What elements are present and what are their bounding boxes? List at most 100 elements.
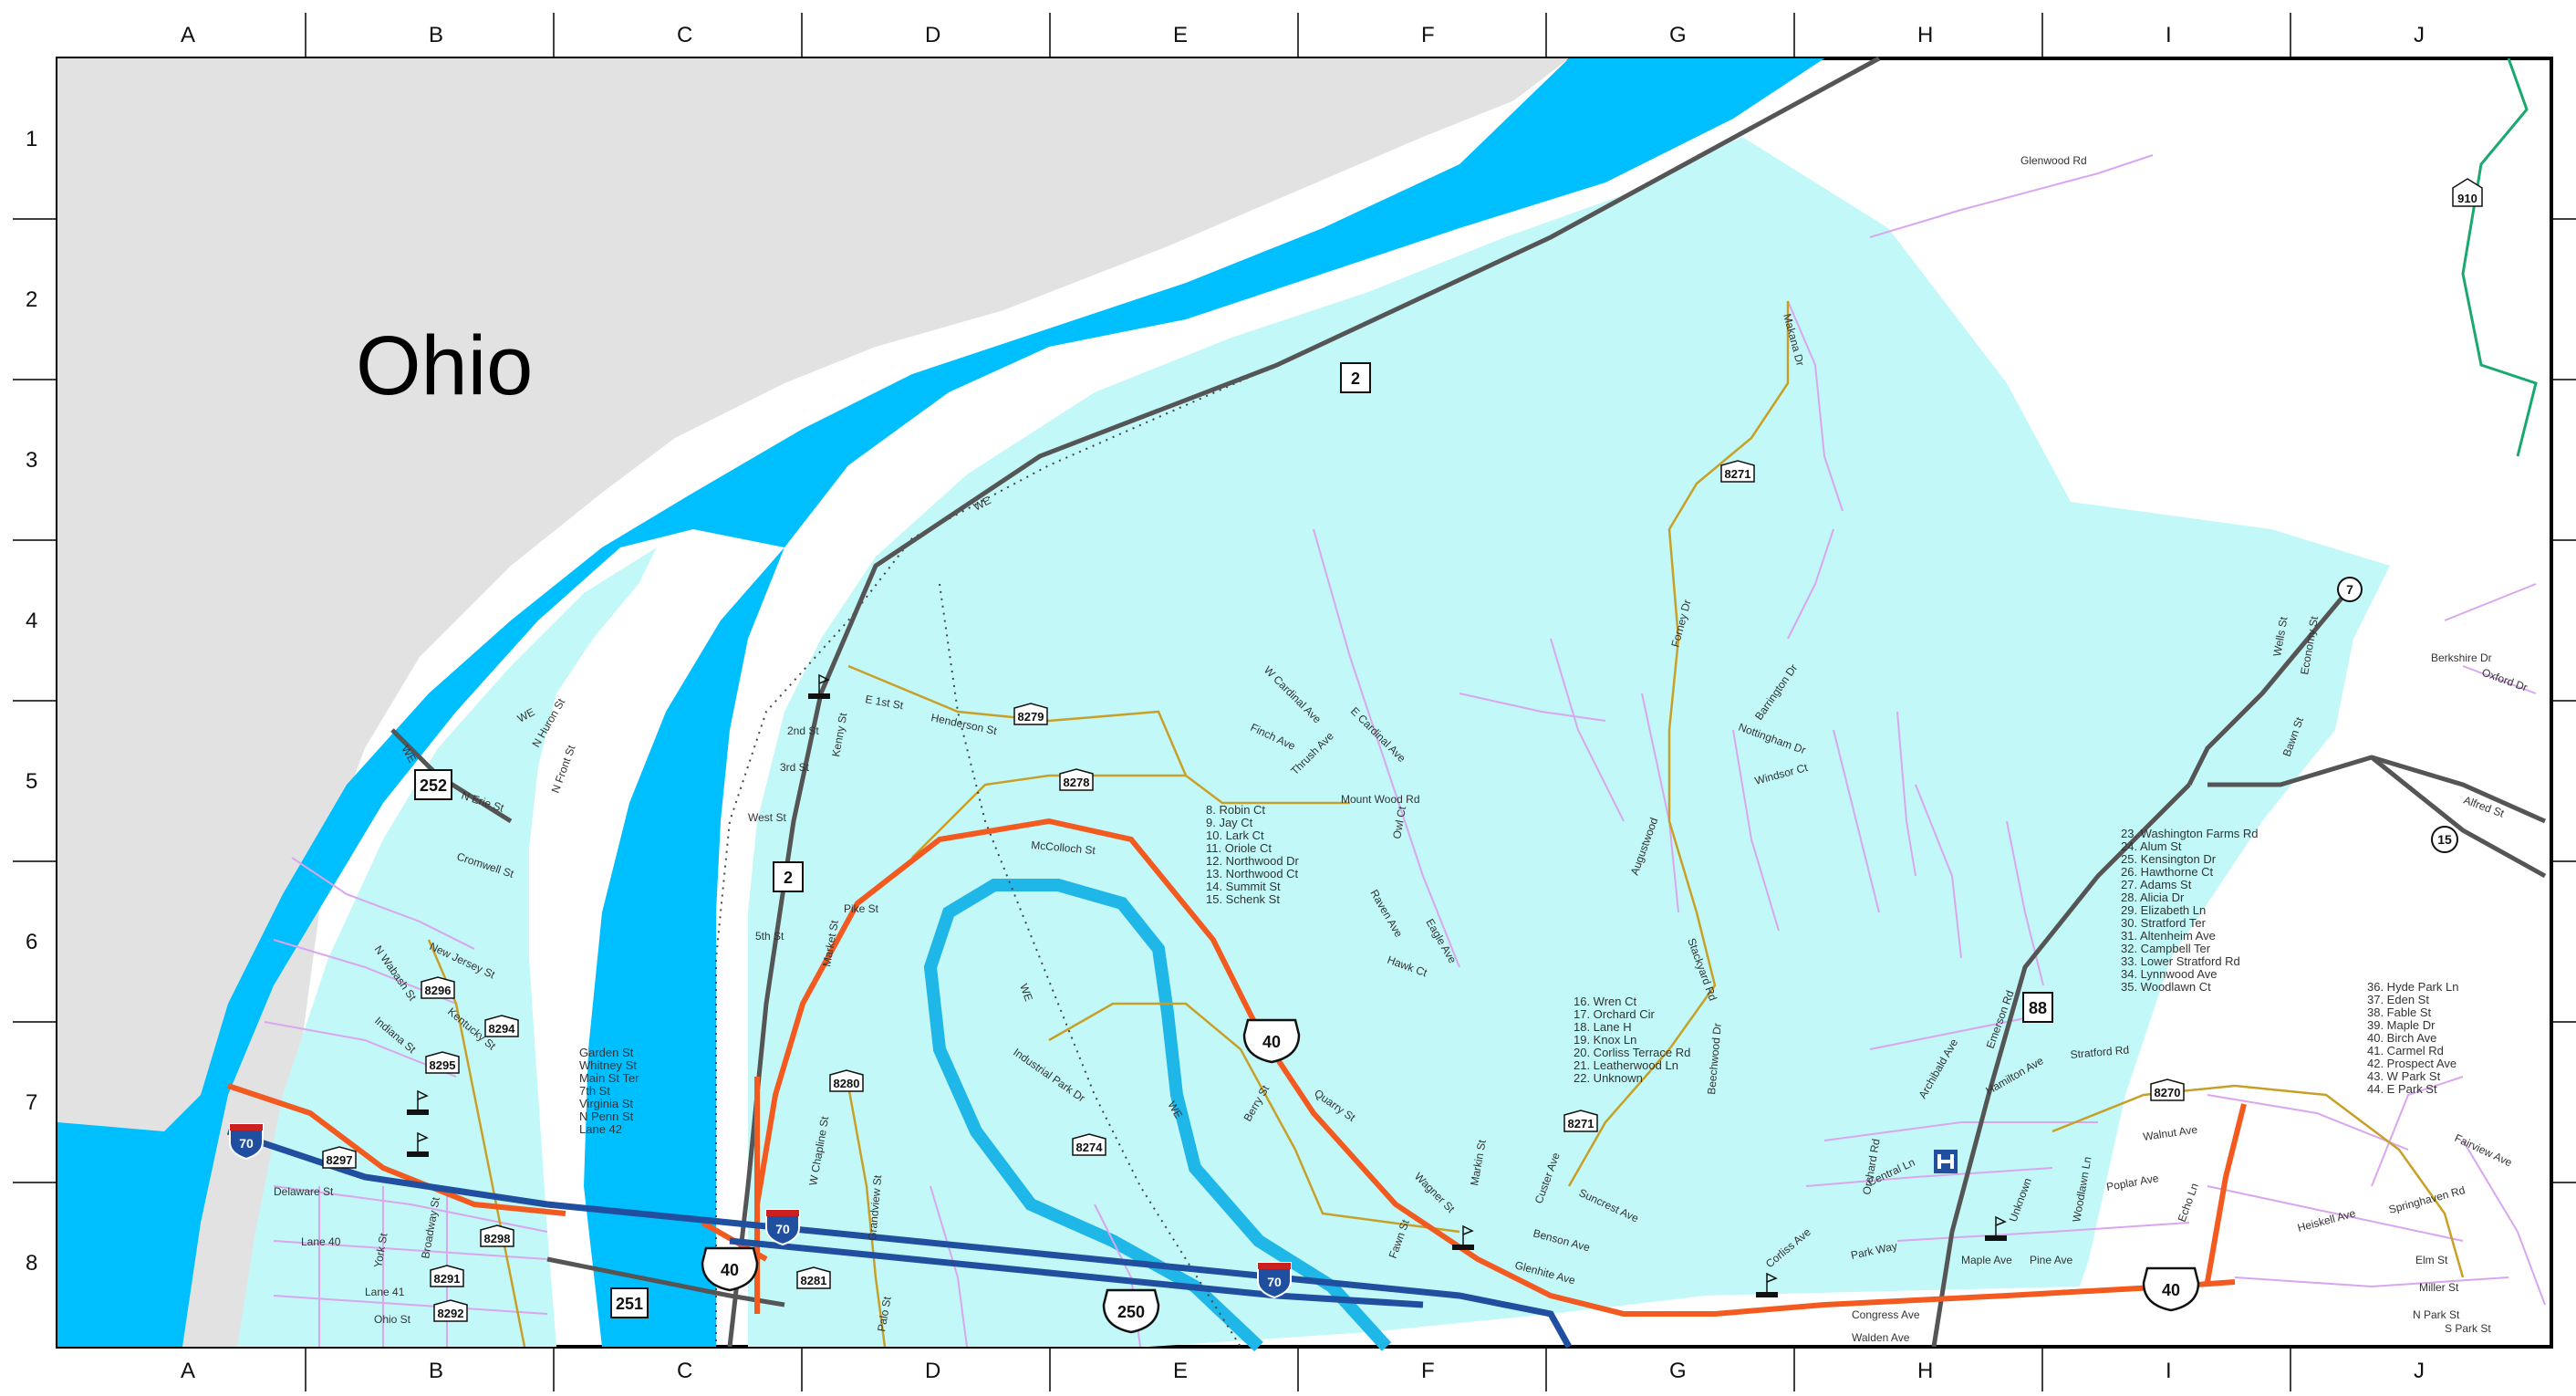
state-route-round-shield: 15	[2431, 826, 2458, 853]
legend-line: 14. Summit St	[1206, 880, 1281, 893]
shield-number: 2	[1351, 370, 1360, 388]
interstate-shield: 70	[765, 1209, 800, 1246]
state-route-shield: 2	[1340, 362, 1371, 393]
street-label: Glenwood Rd	[2020, 154, 2087, 167]
flag-icon	[1452, 1224, 1474, 1250]
state-route-shield: 88	[2022, 992, 2053, 1023]
legend-line: 12. Northwood Dr	[1206, 854, 1300, 868]
legend-line: 40. Birch Ave	[2367, 1031, 2436, 1045]
grid-row-number: 8	[26, 1251, 37, 1276]
county-road-shield: 8278	[1059, 768, 1094, 791]
grid-columns-top: A B C D E F G H I J	[181, 23, 2425, 47]
us-routes	[227, 818, 2247, 1317]
legend-line: 37. Eden St	[2367, 993, 2429, 1006]
street-label: Owl Ct	[1390, 805, 1408, 840]
us-route-shield: 40	[701, 1246, 759, 1292]
legend-line: 39. Maple Dr	[2367, 1018, 2436, 1032]
street-label: Maple Ave	[1961, 1254, 2012, 1266]
street-label: N Park St	[2413, 1308, 2460, 1321]
shield-number: 8292	[438, 1307, 464, 1320]
county-road-shield: 8271	[1563, 1110, 1598, 1132]
legend-line: 27. Adams St	[2121, 878, 2192, 891]
county-road-shield: 8280	[829, 1069, 864, 1092]
grid-letter-bottom: I	[2166, 1359, 2172, 1383]
county-road-shield: 8297	[322, 1146, 357, 1169]
legend-line: 30. Stratford Ter	[2121, 916, 2207, 930]
shield-number: 250	[1117, 1303, 1145, 1321]
shield-number: 8280	[834, 1077, 860, 1090]
shield-number: 8291	[434, 1272, 461, 1286]
legend-line: 20. Corliss Terrace Rd	[1574, 1046, 1690, 1059]
legend-line: 16. Wren Ct	[1574, 995, 1637, 1008]
wheeling-island	[237, 547, 657, 1347]
county-road-shield: 8291	[430, 1265, 464, 1287]
street-label: 2nd St	[787, 724, 819, 737]
legend-line: Lane 42	[579, 1122, 622, 1136]
street-label: Elm St	[2415, 1254, 2448, 1266]
legend-line: 13. Northwood Ct	[1206, 867, 1299, 880]
grid-letter-bottom: C	[677, 1359, 692, 1383]
grid-letter-bottom: B	[429, 1359, 443, 1383]
stream-right	[2461, 57, 2538, 457]
street-label: Congress Ave	[1852, 1308, 1920, 1321]
us-route-shield: 40	[1242, 1018, 1301, 1064]
grid-letter-top: C	[677, 23, 692, 47]
state-route-shield: 251	[610, 1287, 649, 1318]
shield-number: 70	[1267, 1275, 1282, 1289]
county-road-shield: 8292	[433, 1299, 468, 1322]
legend-line: 38. Fable St	[2367, 1005, 2431, 1019]
shield-number: 88	[2029, 999, 2047, 1017]
grid-letter-top: I	[2166, 23, 2172, 47]
county-road-shield: 8294	[484, 1015, 519, 1037]
county-roads	[427, 301, 2465, 1348]
shield-number: 40	[2162, 1281, 2180, 1299]
legend-line: Main St Ter	[579, 1071, 639, 1085]
county-road-shield: 8274	[1072, 1133, 1106, 1156]
street-label: Delaware St	[274, 1185, 334, 1198]
shield-number: 15	[2437, 832, 2452, 847]
grid-letter-bottom: G	[1669, 1359, 1687, 1383]
shield-number: 8297	[327, 1153, 353, 1167]
grid-letter-bottom: E	[1173, 1359, 1188, 1383]
grid-letter-top: F	[1421, 23, 1435, 47]
street-label: Miller St	[2419, 1281, 2459, 1294]
legend-line: 21. Leatherwood Ln	[1574, 1058, 1678, 1072]
legend-line: 7th St	[579, 1084, 610, 1098]
shield-number: 8295	[430, 1058, 456, 1072]
street-label: Pike St	[844, 902, 879, 915]
us-route-shield: 250	[1102, 1288, 1160, 1334]
street-label: Beechwood Dr	[1705, 1023, 1724, 1096]
street-label: S Park St	[2445, 1322, 2491, 1335]
legend-line: 34. Lynnwood Ave	[2121, 967, 2218, 981]
county-road-shield: 8281	[796, 1266, 831, 1289]
flag-icon	[1756, 1272, 1778, 1297]
grid-letter-top: B	[429, 23, 443, 47]
shield-number: 8271	[1725, 467, 1751, 481]
grid-letter-top: G	[1669, 23, 1687, 47]
street-label: Walden Ave	[1852, 1331, 1910, 1344]
legend-line: 44. E Park St	[2367, 1082, 2437, 1096]
grid-row-number: 6	[26, 930, 37, 954]
shield-number: 8294	[489, 1022, 516, 1036]
grid-rows: 1 2 3 4 5 6 7 8	[26, 127, 37, 1276]
shield-number: 252	[420, 776, 447, 795]
railroad-creek	[939, 583, 1241, 1348]
shield-number: 7	[2346, 582, 2353, 597]
street-label: West St	[748, 811, 786, 824]
legend-line: 15. Schenk St	[1206, 892, 1280, 906]
hospital-icon	[1934, 1150, 1958, 1173]
flag-icon	[407, 1089, 429, 1115]
shield-number: 8270	[2155, 1086, 2181, 1099]
legend-line: 41. Carmel Rd	[2367, 1044, 2444, 1057]
legend-line: 28. Alicia Dr	[2121, 891, 2185, 904]
county-road-shield: 8279	[1013, 703, 1048, 725]
shield-number: 40	[1262, 1033, 1281, 1051]
interstate-shield: 70	[1257, 1262, 1292, 1299]
legend-line: 26. Hawthorne Ct	[2121, 865, 2214, 879]
railroad-main	[715, 57, 1880, 1347]
street-label: McColloch St	[1031, 839, 1096, 857]
county-road-shield: 8295	[425, 1051, 460, 1074]
grid-ticks	[13, 13, 2576, 1391]
grid-columns-bottom: A B C D E F G H I J	[181, 1359, 2425, 1383]
